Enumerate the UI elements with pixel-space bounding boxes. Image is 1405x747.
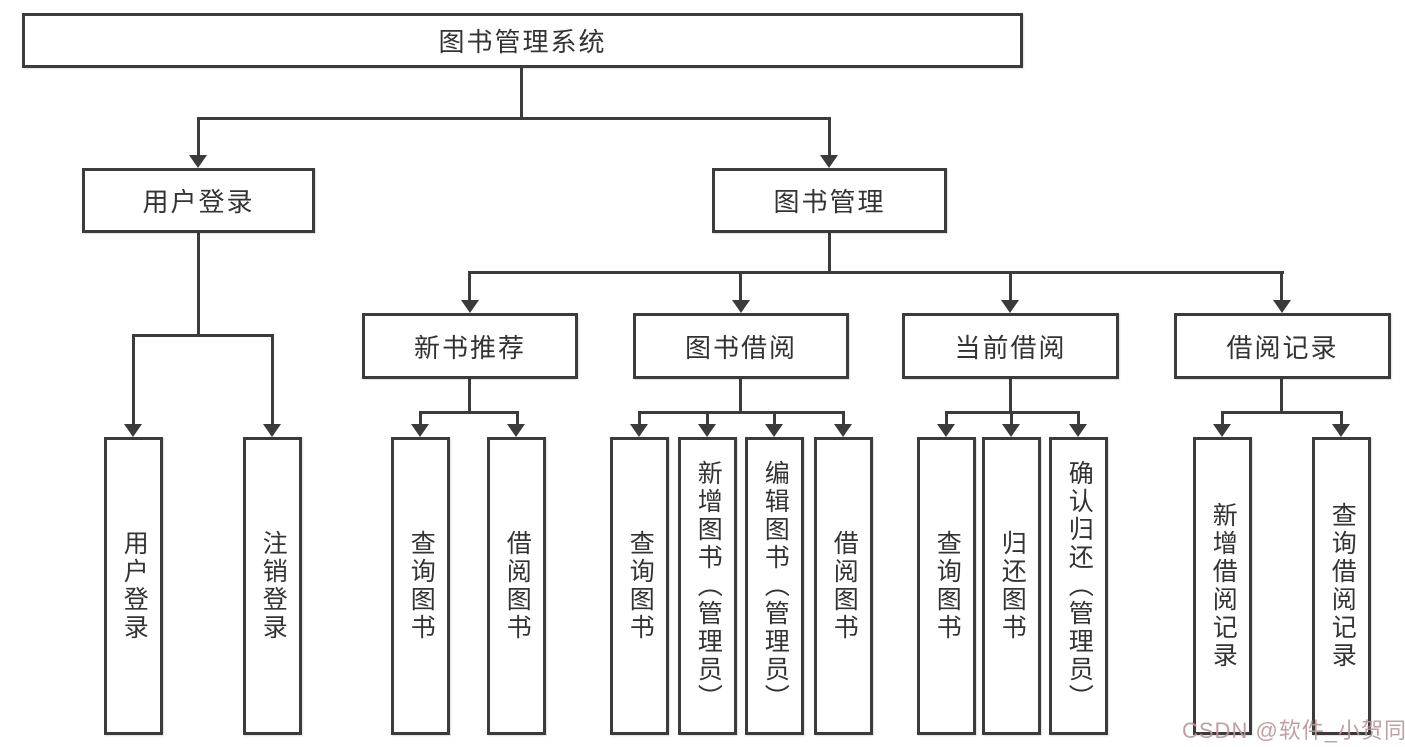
- connector: [1340, 411, 1343, 427]
- node-label: 借阅记录: [1226, 332, 1339, 363]
- arrow-down-icon: [698, 424, 716, 437]
- leaf-label: 用户登录: [120, 530, 149, 642]
- leaf-confirm-return-admin: 确认归还（管理员）: [1049, 437, 1108, 735]
- leaf-label: 查询借阅记录: [1328, 502, 1357, 670]
- arrow-down-icon: [1069, 424, 1087, 437]
- arrow-down-icon: [834, 424, 852, 437]
- connector: [773, 411, 776, 427]
- node-borrow-record: 借阅记录: [1174, 313, 1391, 379]
- connector: [638, 411, 641, 427]
- leaf-label: 查询图书: [407, 530, 436, 642]
- connector: [1280, 271, 1283, 302]
- connector: [1009, 271, 1012, 302]
- leaf-label: 确认归还（管理员）: [1065, 460, 1094, 712]
- arrow-down-icon: [820, 155, 838, 168]
- leaf-label: 新增图书（管理员）: [694, 460, 723, 712]
- leaf-add-books-admin: 新增图书（管理员）: [678, 437, 737, 735]
- node-label: 图书借阅: [684, 332, 797, 363]
- connector: [842, 411, 845, 427]
- connector: [271, 334, 274, 426]
- connector: [1010, 411, 1013, 427]
- connector: [945, 411, 948, 427]
- arrow-down-icon: [189, 155, 207, 168]
- arrow-down-icon: [411, 424, 429, 437]
- connector: [1221, 411, 1343, 414]
- arrow-down-icon: [461, 300, 479, 313]
- connector: [739, 379, 742, 414]
- node-label: 新书推荐: [413, 332, 526, 363]
- connector: [468, 271, 471, 302]
- arrow-down-icon: [1001, 300, 1019, 313]
- connector: [1221, 411, 1224, 427]
- leaf-user-login: 用户登录: [104, 437, 163, 735]
- connector: [1009, 379, 1012, 414]
- connector: [132, 334, 135, 426]
- leaf-query-books-current: 查询图书: [917, 437, 976, 735]
- connector: [197, 233, 200, 337]
- connector: [468, 379, 471, 414]
- node-root: 图书管理系统: [22, 13, 1023, 68]
- leaf-borrow-books: 借阅图书: [814, 437, 873, 735]
- connector: [638, 411, 845, 414]
- csdn-watermark: CSDN @软件_小贺同学: [1182, 718, 1405, 743]
- leaf-query-books-borrow: 查询图书: [610, 437, 669, 735]
- arrow-down-icon: [1332, 424, 1350, 437]
- leaf-query-books-recommend: 查询图书: [391, 437, 450, 735]
- leaf-edit-books-admin: 编辑图书（管理员）: [745, 437, 804, 735]
- node-root-label: 图书管理系统: [438, 27, 607, 57]
- connector: [828, 233, 831, 274]
- arrow-down-icon: [263, 424, 281, 437]
- connector: [468, 271, 1284, 274]
- leaf-label: 查询图书: [626, 530, 655, 642]
- connector: [828, 117, 831, 157]
- connector: [520, 68, 523, 118]
- connector: [197, 117, 200, 157]
- arrow-down-icon: [630, 424, 648, 437]
- node-user-login-group: 用户登录: [82, 168, 315, 233]
- leaf-label: 注销登录: [259, 530, 288, 642]
- node-book-management: 图书管理: [712, 168, 947, 233]
- connector: [1077, 411, 1080, 427]
- leaf-add-borrow-record: 新增借阅记录: [1193, 437, 1252, 735]
- node-book-borrow: 图书借阅: [633, 313, 849, 379]
- connector: [132, 334, 274, 337]
- connector: [1280, 379, 1283, 414]
- leaf-borrow-books-recommend: 借阅图书: [487, 437, 546, 735]
- node-label: 当前借阅: [954, 332, 1067, 363]
- leaf-logout: 注销登录: [243, 437, 302, 735]
- arrow-down-icon: [937, 424, 955, 437]
- arrow-down-icon: [507, 424, 525, 437]
- leaf-return-books: 归还图书: [982, 437, 1041, 735]
- arrow-down-icon: [1273, 300, 1291, 313]
- leaf-label: 借阅图书: [503, 530, 532, 642]
- leaf-label: 查询图书: [933, 530, 962, 642]
- connector: [516, 411, 519, 427]
- leaf-label: 新增借阅记录: [1209, 502, 1238, 670]
- node-current-borrow: 当前借阅: [902, 313, 1119, 379]
- arrow-down-icon: [1002, 424, 1020, 437]
- arrow-down-icon: [732, 300, 750, 313]
- leaf-label: 归还图书: [998, 530, 1027, 642]
- arrow-down-icon: [124, 424, 142, 437]
- arrow-down-icon: [765, 424, 783, 437]
- leaf-query-borrow-record: 查询借阅记录: [1312, 437, 1371, 735]
- connector: [739, 271, 742, 302]
- node-label: 用户登录: [142, 187, 255, 217]
- connector: [419, 411, 519, 414]
- leaf-label: 编辑图书（管理员）: [761, 460, 790, 712]
- arrow-down-icon: [1213, 424, 1231, 437]
- leaf-label: 借阅图书: [830, 530, 859, 642]
- node-new-book-recommend: 新书推荐: [362, 313, 578, 379]
- connector: [419, 411, 422, 427]
- connector: [197, 117, 831, 120]
- connector: [706, 411, 709, 427]
- node-label: 图书管理: [773, 187, 886, 217]
